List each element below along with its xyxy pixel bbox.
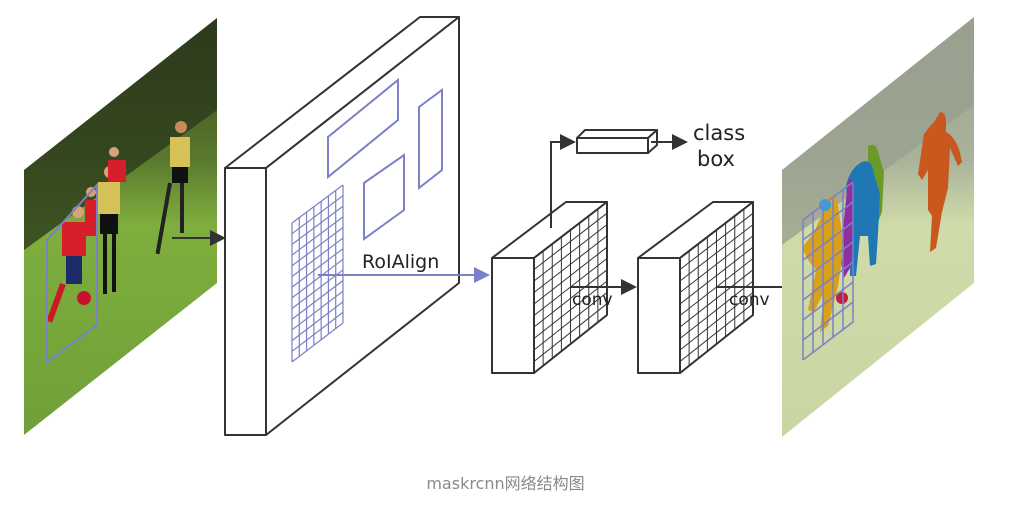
grid-line xyxy=(291,205,344,245)
grid-line xyxy=(533,201,608,259)
proposal-box-3 xyxy=(418,88,443,191)
input-roi-box xyxy=(46,182,98,364)
mask-cyan xyxy=(819,199,831,211)
grid-line xyxy=(802,281,854,321)
grid-line xyxy=(679,246,754,305)
grid-line xyxy=(291,269,344,310)
block-2-grid xyxy=(679,201,754,374)
conv-label-1: conv xyxy=(572,290,613,310)
grid-line xyxy=(679,314,754,374)
grid-line xyxy=(533,235,608,293)
mask-orange xyxy=(918,112,962,252)
grid-line xyxy=(291,195,344,235)
grid-line xyxy=(291,301,344,342)
grid-line xyxy=(291,237,344,277)
mask-blue xyxy=(846,161,880,276)
grid-line xyxy=(802,261,854,301)
class-label: class xyxy=(693,121,745,145)
player-runner xyxy=(155,121,190,255)
conv-label-2: conv xyxy=(729,290,770,310)
grid-line xyxy=(533,224,608,282)
roialign-label: RoIAlign xyxy=(362,251,439,273)
grid-line xyxy=(802,301,854,341)
grid-line xyxy=(802,201,854,241)
grid-line xyxy=(291,258,344,299)
grid-line xyxy=(533,246,608,305)
grid-line xyxy=(533,314,608,374)
proposal-box-2 xyxy=(363,153,405,241)
grid-line xyxy=(533,292,608,351)
grid-line xyxy=(679,303,754,362)
player-red2 xyxy=(85,187,97,236)
player-red xyxy=(46,206,91,323)
grid-line xyxy=(802,241,854,281)
grid-line xyxy=(802,181,854,221)
grid-line xyxy=(533,280,608,339)
grid-line xyxy=(533,212,608,270)
grid-line xyxy=(533,269,608,328)
grid-line xyxy=(679,292,754,351)
grid-line xyxy=(533,303,608,362)
grid-line xyxy=(291,184,344,224)
grid-line xyxy=(679,224,754,282)
fc-layer-box xyxy=(576,129,658,154)
grid-line xyxy=(679,269,754,328)
output-mask-grid xyxy=(802,181,854,361)
grid-line xyxy=(679,280,754,339)
grid-line xyxy=(291,226,344,267)
grid-line xyxy=(291,216,344,256)
grid-line xyxy=(679,212,754,270)
grid-line xyxy=(291,248,344,288)
proposal-box-1 xyxy=(327,77,399,180)
block-1-grid xyxy=(533,201,608,374)
grid-line xyxy=(679,201,754,259)
grid-line xyxy=(291,290,344,331)
grid-line xyxy=(291,322,344,363)
grid-line xyxy=(802,221,854,261)
feature-map-block xyxy=(224,16,460,436)
player-red3 xyxy=(108,147,126,182)
grid-line xyxy=(679,235,754,293)
mask-red xyxy=(836,292,848,304)
grid-line xyxy=(291,280,344,320)
input-image xyxy=(24,18,217,435)
roi-grid xyxy=(291,184,344,363)
figure-caption: maskrcnn网络结构图 xyxy=(426,474,585,493)
output-image xyxy=(782,17,974,437)
branch-arrow xyxy=(550,134,576,228)
box-label: box xyxy=(697,147,735,171)
grid-line xyxy=(802,321,854,361)
grid-line xyxy=(291,311,344,352)
